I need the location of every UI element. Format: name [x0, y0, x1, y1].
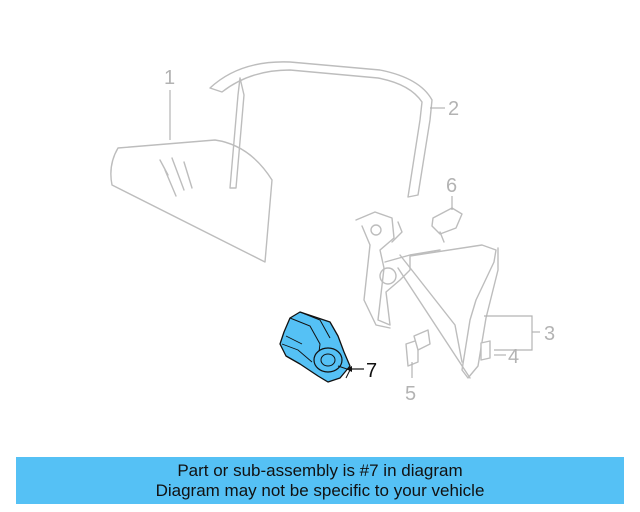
callout-1: 1 [164, 67, 175, 89]
arrow-7-icon [346, 366, 352, 372]
callout-4: 4 [508, 346, 519, 368]
window-regulator-part-3 [355, 211, 499, 379]
glass-run-channel-part-2 [209, 61, 433, 198]
callout-2: 2 [448, 98, 459, 120]
callout-6: 6 [446, 175, 457, 197]
callout-3: 3 [544, 323, 555, 345]
parts-diagram: 1 2 3 4 5 6 7 [110, 61, 555, 405]
clip-part-5b [413, 329, 431, 351]
window-motor-part-7[interactable] [279, 311, 351, 383]
info-banner: Part or sub-assembly is #7 in diagram Di… [16, 457, 624, 504]
clip-part-5 [405, 339, 419, 367]
callout-7: 7 [366, 360, 377, 382]
bracket-part-6 [431, 207, 463, 243]
banner-line-1: Part or sub-assembly is #7 in diagram [177, 461, 463, 480]
leader-3 [484, 315, 533, 351]
callout-5: 5 [405, 383, 416, 405]
banner-line-2: Diagram may not be specific to your vehi… [155, 481, 485, 500]
door-glass-part-1 [110, 139, 273, 263]
pad-part-4 [480, 340, 491, 361]
